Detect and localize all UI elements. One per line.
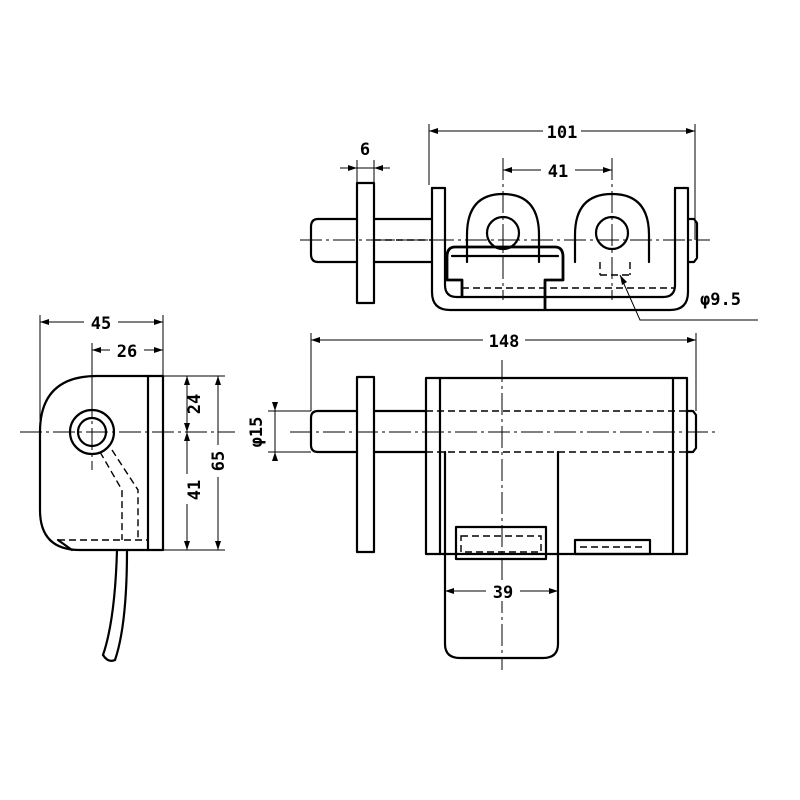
- side-cable: [101, 548, 129, 662]
- front-dimensions: 148 φ15 39: [247, 330, 697, 603]
- top-view: [300, 158, 710, 312]
- dim-phi-9-5: φ9.5: [700, 290, 741, 310]
- dim-41-side: 41: [185, 480, 205, 500]
- dim-45: 45: [91, 314, 111, 334]
- front-flange: [355, 375, 376, 554]
- dim-65: 65: [209, 451, 229, 471]
- top-bracket-outer: [430, 186, 690, 312]
- front-lever-window-hidden: [460, 535, 542, 553]
- front-view: [290, 360, 718, 670]
- top-dimensions: 101 41 6 φ9.5: [340, 121, 758, 321]
- dim-39: 39: [493, 583, 513, 603]
- side-bottom-tab: [56, 538, 74, 552]
- dim-148: 148: [489, 332, 520, 352]
- dim-6: 6: [360, 140, 370, 160]
- dim-41-top: 41: [548, 162, 568, 182]
- top-flange: [355, 181, 376, 305]
- side-view: [20, 374, 235, 662]
- dim-phi-15: φ15: [247, 417, 267, 448]
- front-right-slot: [573, 538, 652, 556]
- top-bracket-outer-left: [430, 186, 677, 299]
- dim-24: 24: [185, 394, 205, 414]
- side-body: [38, 374, 165, 552]
- front-bracket: [424, 376, 689, 556]
- front-lever-window: [454, 525, 548, 561]
- dim-101: 101: [547, 123, 578, 143]
- side-hidden-lever: [58, 390, 149, 541]
- front-shaft-mid: [372, 409, 428, 454]
- dim-26: 26: [117, 342, 137, 362]
- front-bracket-inner: [438, 376, 675, 556]
- top-lever: [445, 245, 565, 310]
- side-dimensions: 45 26 24 41 65: [39, 312, 229, 551]
